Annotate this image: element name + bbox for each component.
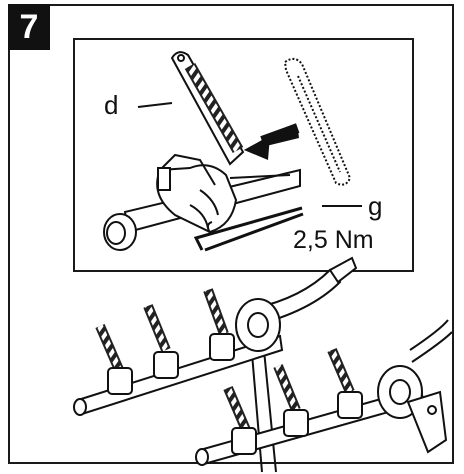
strap-d-drawing <box>170 51 245 166</box>
label-g: g <box>368 191 383 221</box>
label-d: d <box>104 90 119 120</box>
detail-drawing <box>103 51 362 252</box>
ghost-strap-drawing <box>283 58 352 186</box>
leader-d <box>137 102 173 108</box>
torque-value: 2,5 Nm <box>293 226 374 254</box>
upper-straps <box>95 288 235 395</box>
hex-key-icon <box>193 206 304 252</box>
step-number-badge: 7 <box>8 4 50 50</box>
lower-straps <box>223 348 363 455</box>
bike-rack-drawing <box>73 256 453 473</box>
arrow-left-icon <box>244 123 300 160</box>
clamp-jaw-drawing <box>156 153 238 234</box>
